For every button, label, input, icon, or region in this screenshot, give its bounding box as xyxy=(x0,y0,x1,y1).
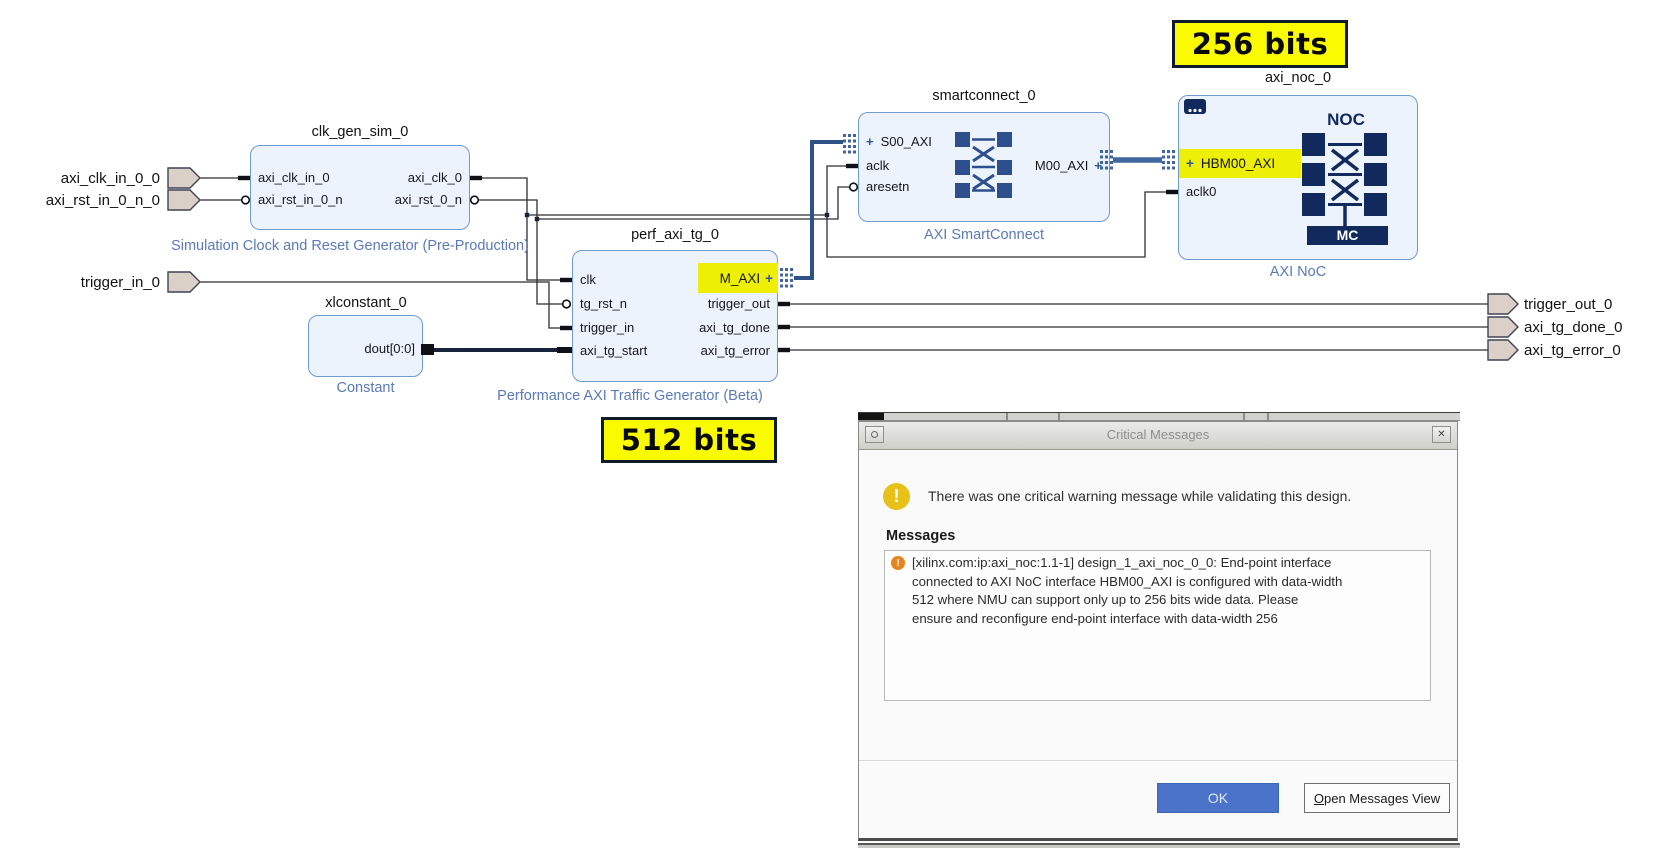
dialog-footer-separator xyxy=(859,760,1457,761)
axi-noc-caption: AXI NoC xyxy=(1269,264,1327,280)
background-window-bottom-strip xyxy=(858,843,1460,848)
pin-aclk0[interactable]: aclk0 xyxy=(1186,184,1217,199)
m-axi-label: M_AXI xyxy=(719,270,761,286)
message-line: [xilinx.com:ip:axi_noc:1.1-1] design_1_a… xyxy=(912,555,1332,570)
message-line: 512 where NMU can support only up to 256… xyxy=(912,592,1299,607)
wire-rst-net xyxy=(479,199,562,305)
ext-port-trigger-in[interactable]: trigger_in_0 xyxy=(80,274,160,291)
close-button[interactable]: ✕ xyxy=(1432,426,1451,443)
pin-m00-axi[interactable]: M00_AXI + xyxy=(1022,158,1102,173)
pin-axi-tg-done[interactable]: axi_tg_done xyxy=(699,320,770,335)
clk-gen-title: clk_gen_sim_0 xyxy=(311,124,409,140)
block-xlconstant[interactable] xyxy=(308,315,423,377)
expand-plus-icon[interactable]: + xyxy=(765,270,773,286)
ext-port-trigger-out[interactable]: trigger_out_0 xyxy=(1524,296,1613,313)
pin-aclk[interactable]: aclk xyxy=(866,158,890,173)
pin-trigger-out[interactable]: trigger_out xyxy=(707,296,770,311)
messages-list-box[interactable] xyxy=(884,550,1431,701)
block-smartconnect[interactable] xyxy=(858,112,1110,222)
smartconnect-caption: AXI SmartConnect xyxy=(923,227,1045,243)
ok-button[interactable]: OK xyxy=(1157,783,1279,813)
wire-clk-net xyxy=(470,177,560,281)
dialog-titlebar[interactable]: Critical Messages ✕ xyxy=(859,422,1457,450)
pin-axi-tg-error[interactable]: axi_tg_error xyxy=(700,343,770,358)
message-line: ensure and reconfigure end-point interfa… xyxy=(912,610,1278,626)
pin-tg-rst-n[interactable]: tg_rst_n xyxy=(580,296,627,311)
xlconstant-caption: Constant xyxy=(336,380,395,396)
smartconnect-title: smartconnect_0 xyxy=(932,88,1036,104)
dialog-title: Critical Messages xyxy=(1106,427,1210,442)
axi-noc-title: axi_noc_0 xyxy=(1264,70,1332,86)
expand-plus-icon[interactable]: + xyxy=(866,134,874,149)
warning-icon: ! xyxy=(883,483,910,510)
background-window-top-strip xyxy=(858,412,1460,421)
message-line: connected to AXI NoC interface HBM00_AXI… xyxy=(912,573,1343,589)
hbm00-axi-label: HBM00_AXI xyxy=(1200,156,1276,171)
window-menu-icon xyxy=(871,431,878,438)
pin-clk[interactable]: clk xyxy=(580,272,596,287)
ext-port-axi-tg-error[interactable]: axi_tg_error_0 xyxy=(1524,342,1621,359)
m00-axi-label: M00_AXI xyxy=(1034,158,1089,173)
perf-title: perf_axi_tg_0 xyxy=(631,227,719,243)
mc-label: MC xyxy=(1336,227,1359,243)
pin-m-axi-highlighted[interactable]: M_AXI+ xyxy=(698,263,778,293)
critical-warning-icon: ! xyxy=(891,556,905,570)
dialog-summary-text: There was one critical warning message w… xyxy=(928,488,1352,504)
ext-port-axi-tg-done[interactable]: axi_tg_done_0 xyxy=(1524,319,1623,336)
wire-aresetn-branch xyxy=(537,186,849,220)
s00-axi-label: S00_AXI xyxy=(880,134,932,149)
pin-s00-axi[interactable]: + S00_AXI xyxy=(866,134,932,149)
pin-axi-tg-start[interactable]: axi_tg_start xyxy=(580,343,648,358)
expand-plus-icon[interactable]: + xyxy=(1186,156,1194,171)
pin-hbm00-axi-highlighted[interactable]: + HBM00_AXI xyxy=(1179,149,1301,178)
annotation-512-bits: 512 bits xyxy=(601,417,777,463)
background-scrollbar-thumb[interactable] xyxy=(858,413,884,420)
pin-axi-clk-0[interactable]: axi_clk_0 xyxy=(407,170,462,185)
pin-dout[interactable]: dout[0:0] xyxy=(364,341,415,356)
messages-section-label: Messages xyxy=(886,528,956,544)
annotation-256-bits: 256 bits xyxy=(1172,20,1348,68)
pin-axi-clk-in-0[interactable]: axi_clk_in_0 xyxy=(258,170,330,185)
pin-axi-rst-in-0-n[interactable]: axi_rst_in_0_n xyxy=(258,192,343,207)
close-icon: ✕ xyxy=(1437,429,1446,440)
wire-aclk-branch xyxy=(527,165,846,216)
pin-aresetn[interactable]: aresetn xyxy=(866,179,910,194)
expand-plus-icon[interactable]: + xyxy=(1094,158,1102,173)
perf-caption: Performance AXI Traffic Generator (Beta) xyxy=(497,388,763,404)
noc-label: NOC xyxy=(1327,110,1365,129)
warning-message-text: [xilinx.com:ip:axi_noc:1.1-1] design_1_a… xyxy=(912,554,1342,628)
wire-trigger-in xyxy=(200,281,560,329)
window-menu-button[interactable] xyxy=(865,426,884,443)
pin-axi-rst-0-n[interactable]: axi_rst_0_n xyxy=(394,192,462,207)
ext-port-axi-clk-in[interactable]: axi_clk_in_0_0 xyxy=(60,170,160,187)
xlconstant-title: xlconstant_0 xyxy=(325,295,407,311)
clk-gen-caption: Simulation Clock and Reset Generator (Pr… xyxy=(171,238,529,254)
ext-port-axi-rst-in[interactable]: axi_rst_in_0_n_0 xyxy=(45,192,160,209)
pin-trigger-in[interactable]: trigger_in xyxy=(580,320,635,335)
block-clk-gen-sim[interactable] xyxy=(250,145,470,230)
